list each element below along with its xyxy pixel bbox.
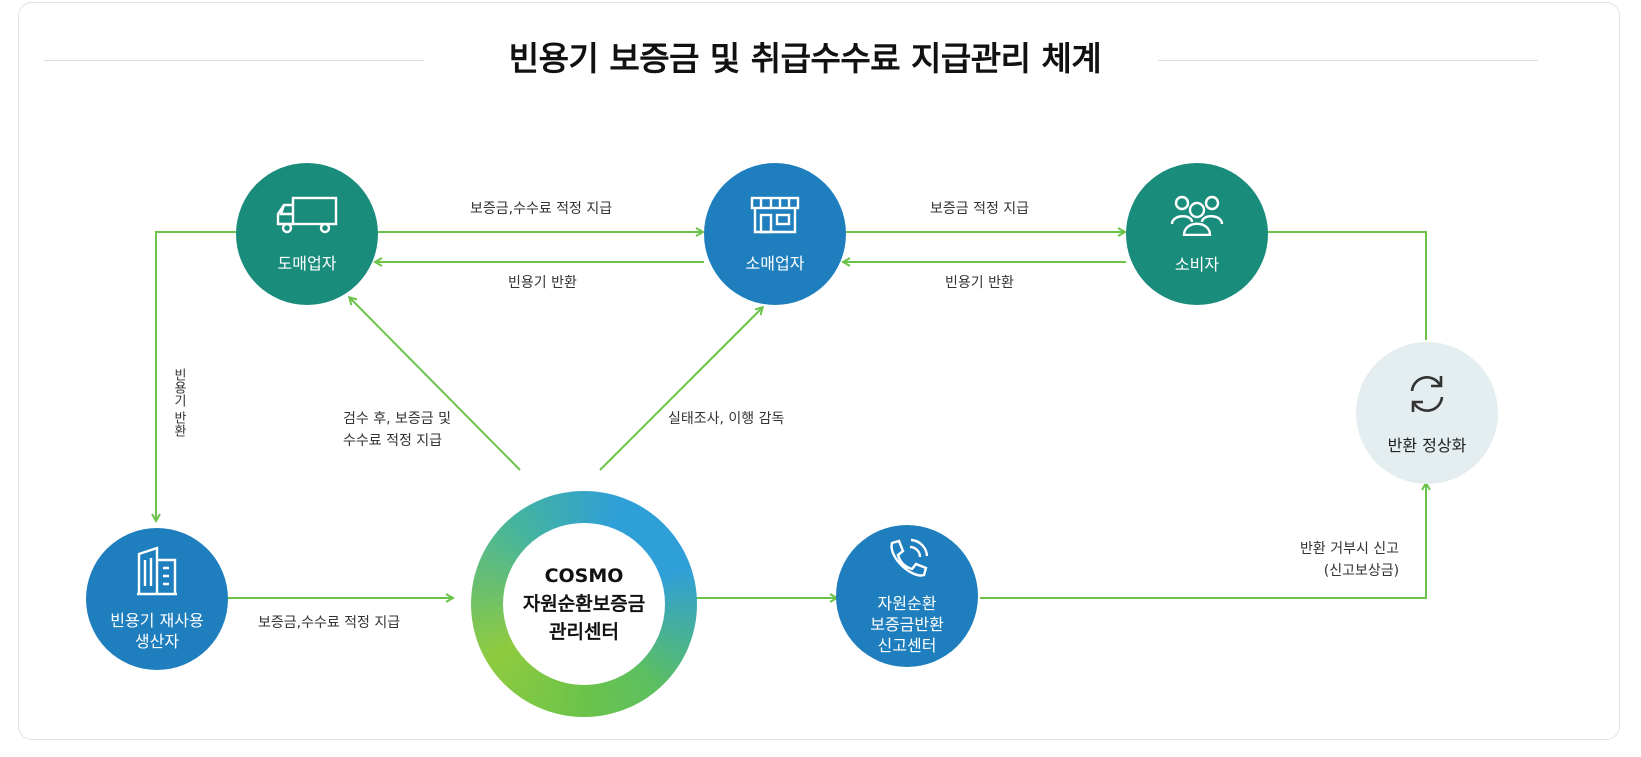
node-retailer: 소매업자: [704, 163, 846, 305]
node-report-center: 자원순환 보증금반환 신고센터: [836, 525, 978, 667]
node-producer: 빈용기 재사용 생산자: [86, 528, 228, 670]
title-rule-left: [44, 60, 424, 61]
node-report-center-label: 자원순환 보증금반환 신고센터: [870, 593, 944, 655]
arrow-cosmo-to-retail: [599, 308, 762, 471]
edge-label-cosmo-to-retail: 실태조사, 이행 감독: [668, 411, 785, 427]
title-rule-right: [1158, 60, 1538, 61]
people-icon: [1170, 194, 1224, 240]
node-retailer-label: 소매업자: [745, 253, 805, 273]
store-icon: [749, 195, 801, 239]
node-normalize: 반환 정상화: [1356, 342, 1498, 484]
edge-label-wholesale-to-producer: 빈용기 반환: [171, 368, 186, 438]
edge-label-consumer-to-retail: 빈용기 반환: [945, 275, 1014, 291]
node-consumer-label: 소비자: [1174, 254, 1220, 274]
node-producer-label: 빈용기 재사용 생산자: [110, 611, 204, 651]
diagram-frame: [18, 2, 1620, 740]
phone-icon: [884, 537, 930, 587]
edge-label-cosmo-to-wholesale: 검수 후, 보증금 및 수수료 적정 지급: [343, 411, 451, 449]
node-normalize-label: 반환 정상화: [1387, 435, 1467, 455]
refresh-icon: [1404, 371, 1450, 421]
arrow-wholesale-to-producer: [156, 231, 236, 520]
arrow-cosmo-to-wholesale: [350, 298, 521, 471]
building-icon: [135, 546, 179, 600]
node-consumer: 소비자: [1126, 163, 1268, 305]
edge-label-producer-to-cosmo: 보증금,수수료 적정 지급: [258, 615, 401, 631]
edge-label-retail-to-consumer: 보증금 적정 지급: [930, 201, 1030, 217]
arrow-report-to-normalize: [980, 484, 1426, 599]
truck-icon: [275, 195, 339, 239]
edge-label-wholesale-to-retail: 보증금,수수료 적정 지급: [470, 201, 613, 217]
edge-label-report-to-normalize: 반환 거부시 신고 (신고보상금): [1300, 541, 1400, 579]
node-wholesaler-label: 도매업자: [277, 253, 337, 273]
node-cosmo-label: COSMO 자원순환보증금 관리센터: [522, 565, 646, 643]
arrow-consumer-to-normalize: [1266, 231, 1427, 340]
diagram-title: 빈용기 보증금 및 취급수수료 지급관리 체계: [508, 39, 1102, 78]
node-wholesaler: 도매업자: [236, 163, 378, 305]
node-cosmo: COSMO 자원순환보증금 관리센터: [503, 523, 665, 685]
edge-label-retail-to-wholesale: 빈용기 반환: [508, 275, 577, 291]
